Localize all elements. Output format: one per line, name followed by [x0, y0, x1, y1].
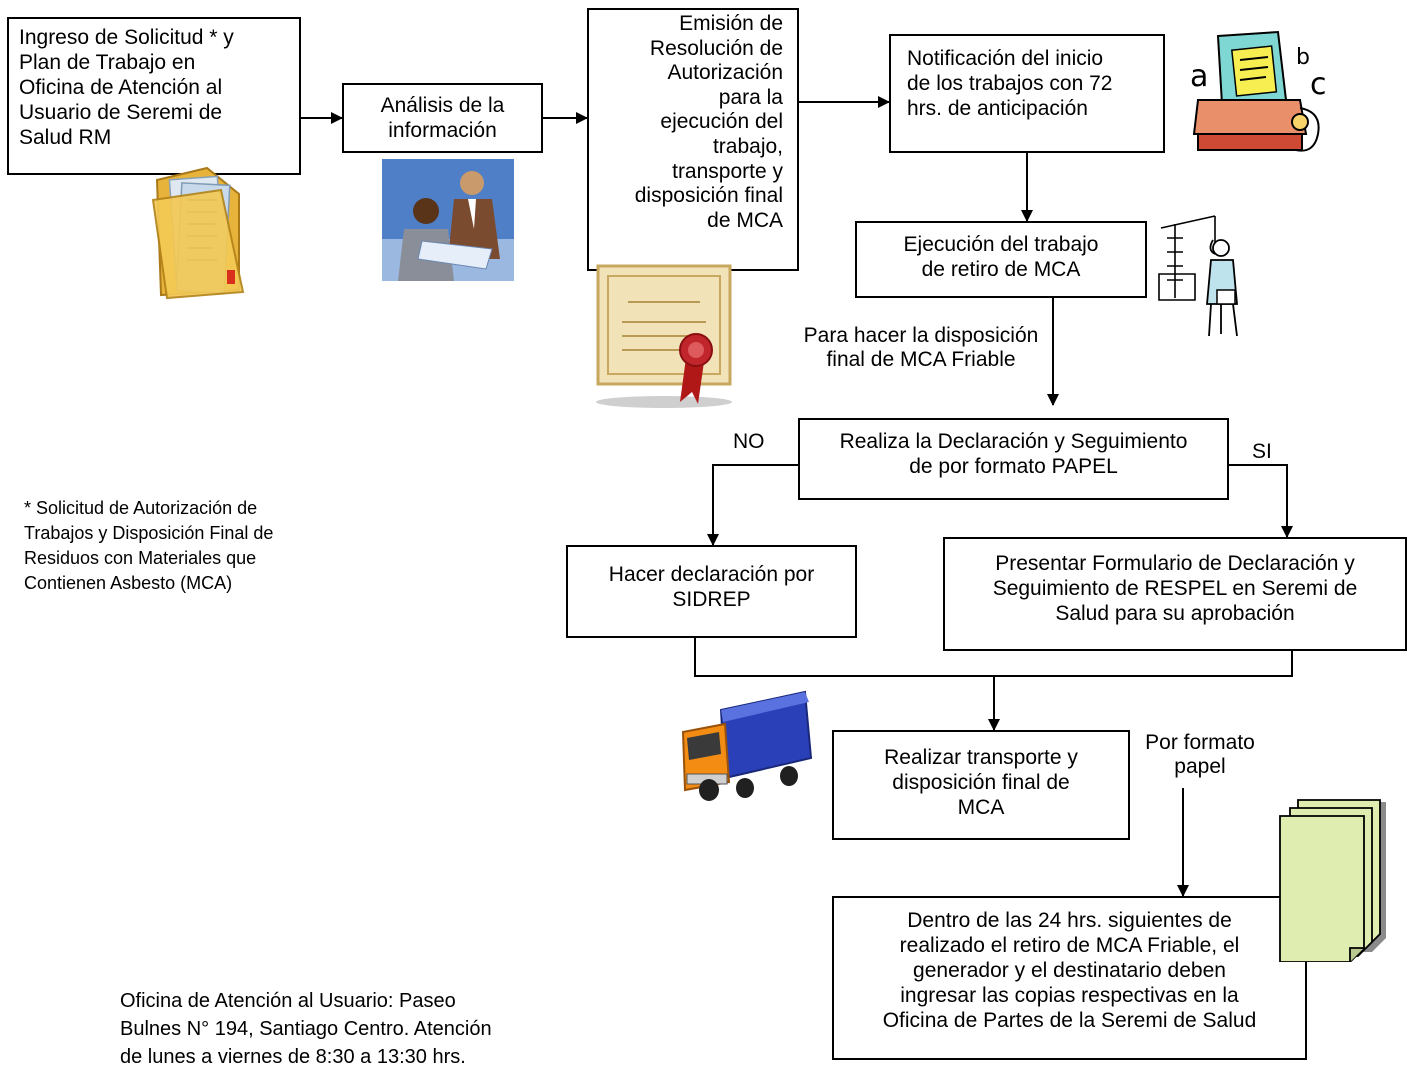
- svg-text:a: a: [1190, 59, 1208, 94]
- box-emision-resolucion: Emisión de Resolución de Autorización pa…: [587, 8, 799, 271]
- box-dentro-24hrs: Dentro de las 24 hrs. siguientes de real…: [832, 896, 1307, 1060]
- box-sidrep-text: Hacer declaración por SIDREP: [608, 563, 815, 611]
- note-oficina-atencion: Oficina de Atención al Usuario: Paseo Bu…: [120, 990, 492, 1068]
- box-ejecucion-text: Ejecución del trabajo de retiro de MCA: [903, 233, 1099, 281]
- box-declaracion: Realiza la Declaración y Seguimiento de …: [798, 418, 1229, 500]
- box-formulario: Presentar Formulario de Declaración y Se…: [943, 537, 1407, 651]
- box-sidrep: Hacer declaración por SIDREP: [566, 545, 857, 638]
- typewriter-icon: a b c: [1190, 30, 1327, 152]
- box-analisis-text: Análisis de la información: [380, 94, 505, 142]
- box-ingreso-text: Ingreso de Solicitud * y Plan de Trabajo…: [19, 26, 234, 149]
- label-si: SI: [1252, 440, 1272, 463]
- svg-text:c: c: [1310, 67, 1327, 102]
- box-transporte: Realizar transporte y disposición final …: [832, 730, 1130, 840]
- box-ejecucion: Ejecución del trabajo de retiro de MCA: [855, 221, 1147, 298]
- label-no: NO: [733, 430, 765, 453]
- box-dentro-text: Dentro de las 24 hrs. siguientes de real…: [882, 909, 1257, 1032]
- box-formulario-text: Presentar Formulario de Declaración y Se…: [992, 552, 1358, 625]
- box-emision-text: Emisión de Resolución de Autorización pa…: [634, 12, 783, 232]
- certificate-icon: [596, 264, 732, 408]
- svg-text:b: b: [1296, 45, 1310, 70]
- document-stack-icon: [1279, 799, 1386, 962]
- folder-icon: [151, 166, 245, 300]
- construction-worker-icon: [1158, 215, 1238, 337]
- label-disposicion-friable: Para hacer la disposición final de MCA F…: [803, 324, 1039, 371]
- arrow-declaracion-no-to-sidrep: [707, 464, 798, 546]
- box-transporte-text: Realizar transporte y disposición final …: [884, 746, 1078, 819]
- box-notificacion: Notificación del inicio de los trabajos …: [889, 34, 1165, 153]
- box-ingreso-solicitud: Ingreso de Solicitud * y Plan de Trabajo…: [7, 17, 301, 175]
- box-analisis: Análisis de la información: [342, 83, 543, 153]
- arrow-declaracion-si-to-formulario: [1229, 464, 1293, 538]
- box-declaracion-text: Realiza la Declaración y Seguimiento de …: [839, 430, 1188, 478]
- meeting-people-icon: [382, 159, 514, 281]
- truck-icon: [681, 690, 813, 801]
- label-por-formato-papel: Por formato papel: [1145, 731, 1255, 778]
- note-solicitud-autorizacion: * Solicitud de Autorización de Trabajos …: [24, 498, 274, 593]
- box-notificacion-text: Notificación del inicio de los trabajos …: [907, 47, 1113, 120]
